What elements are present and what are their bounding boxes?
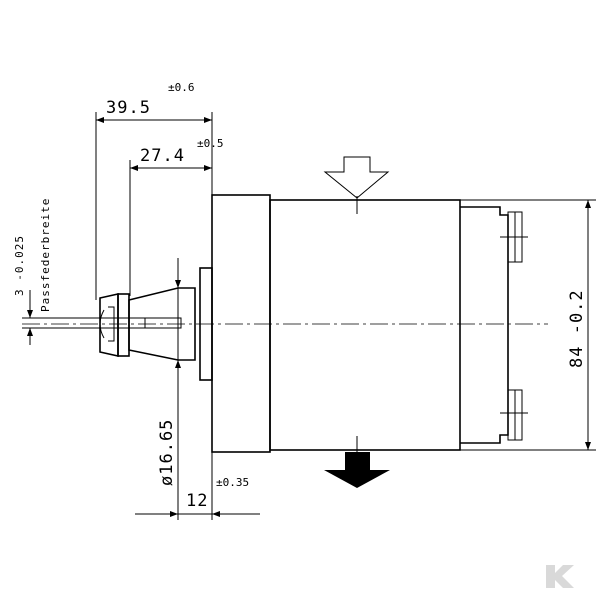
length-total-tolerance: ±0.6 bbox=[168, 81, 195, 94]
pump-body bbox=[22, 194, 548, 453]
key-width-note: Passfederbreite bbox=[39, 198, 52, 312]
shaft-diameter-value: ø16.65 bbox=[157, 419, 177, 486]
dimension-length-total: 39.5 ±0.6 bbox=[95, 81, 213, 300]
dimension-key-width: 3 -0.025 Passfederbreite bbox=[13, 198, 145, 345]
length-total-value: 39.5 bbox=[106, 98, 151, 118]
length-shaft-tolerance: ±0.5 bbox=[197, 137, 224, 150]
key-width-value: 3 -0.025 bbox=[13, 235, 26, 296]
dimension-length-shaft: 27.4 ±0.5 bbox=[129, 137, 224, 296]
k-logo-icon bbox=[546, 565, 574, 588]
filled-arrow-icon bbox=[324, 452, 390, 488]
flange-thickness-tolerance: ±0.35 bbox=[216, 476, 249, 489]
body-height-value: 84 -0.2 bbox=[567, 289, 587, 368]
dimension-flange-thickness: 12 ±0.35 bbox=[135, 452, 260, 520]
length-shaft-value: 27.4 bbox=[140, 146, 185, 166]
flange-thickness-value: 12 bbox=[186, 491, 208, 511]
dimension-shaft-diameter: ø16.65 bbox=[157, 258, 181, 486]
hollow-arrow-icon bbox=[323, 156, 390, 199]
dimension-body-height: 84 -0.2 bbox=[460, 199, 596, 451]
